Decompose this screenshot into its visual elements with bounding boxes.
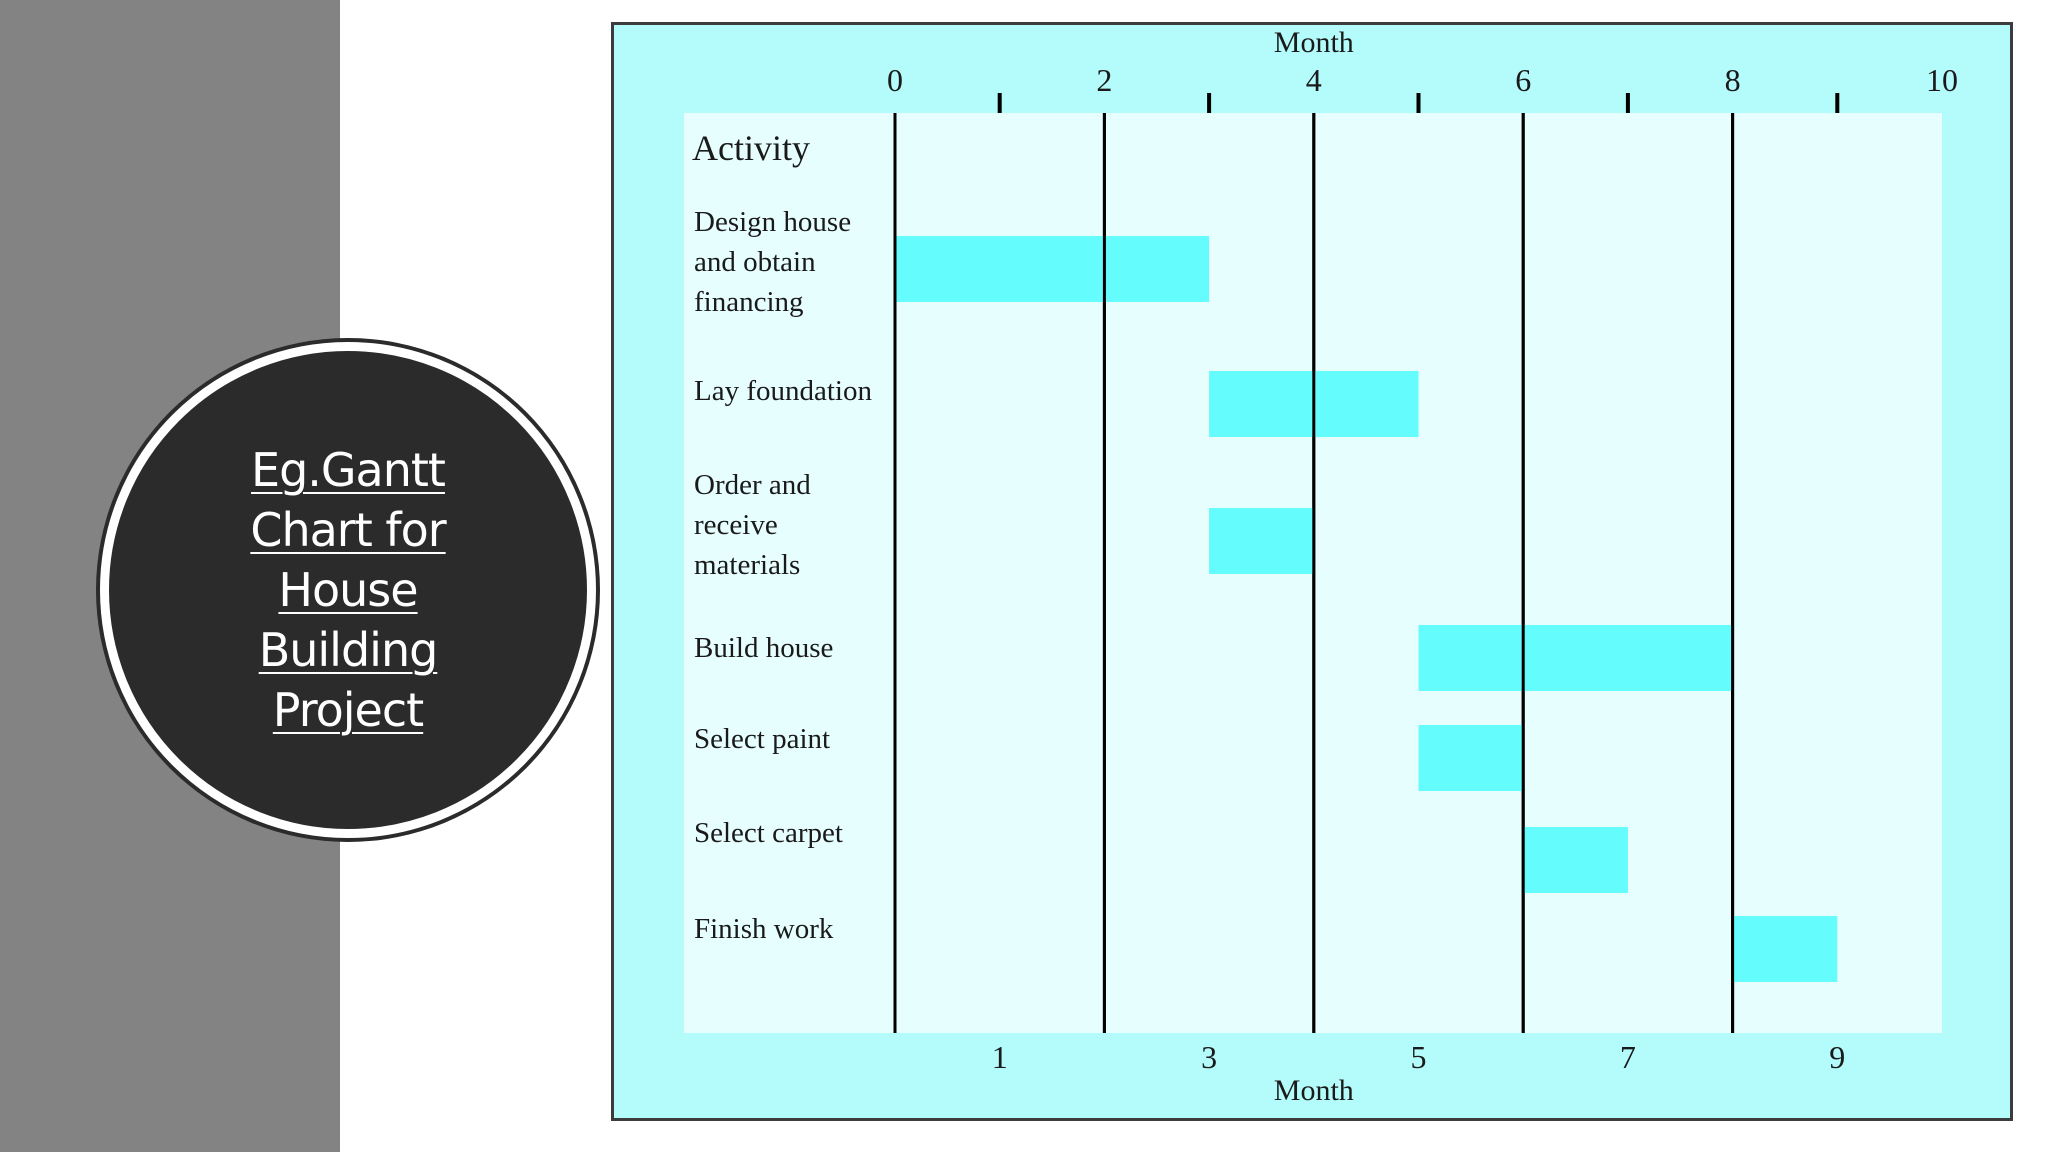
- gantt-bar: [895, 236, 1210, 302]
- activity-label: Build house: [694, 632, 833, 664]
- activity-label: financing: [694, 286, 804, 318]
- bottom-tick-label: 1: [992, 1039, 1008, 1075]
- activity-header: Activity: [692, 128, 810, 168]
- bottom-tick-label: 5: [1411, 1039, 1427, 1075]
- bottom-axis-title: Month: [1274, 1074, 1354, 1107]
- top-tick-label: 0: [887, 62, 903, 98]
- gantt-bar: [1732, 916, 1838, 982]
- gantt-bar: [1209, 508, 1314, 574]
- activity-label: Order and: [694, 469, 811, 501]
- top-tick-label: 6: [1515, 62, 1531, 98]
- activity-label: Lay foundation: [694, 375, 872, 407]
- slide-title-line: Building: [258, 623, 439, 677]
- slide-title-line: House: [278, 563, 418, 617]
- gantt-bar: [1418, 725, 1524, 791]
- gantt-bar: [1523, 827, 1628, 893]
- top-tick-label: 8: [1725, 62, 1741, 98]
- activity-label: Finish work: [694, 913, 834, 945]
- activity-label: Design house: [694, 206, 851, 238]
- top-tick-label: 2: [1096, 62, 1112, 98]
- activity-label: and obtain: [694, 246, 816, 278]
- slide-title-line: Project: [272, 683, 424, 737]
- activity-label: Select carpet: [694, 817, 843, 849]
- slide-title-line: Eg.Gantt: [251, 443, 446, 497]
- slide-title: Eg.Gantt Chart for House Building Projec…: [198, 440, 498, 740]
- title-circle: Eg.Gantt Chart for House Building Projec…: [100, 342, 596, 838]
- gantt-bar: [1418, 625, 1733, 691]
- top-tick-label: 10: [1926, 62, 1958, 98]
- bottom-tick-label: 7: [1620, 1039, 1636, 1075]
- top-axis-title: Month: [1274, 26, 1354, 59]
- activity-label: receive: [694, 509, 778, 541]
- activity-label: materials: [694, 549, 800, 581]
- bottom-tick-label: 3: [1201, 1039, 1217, 1075]
- bottom-tick-label: 9: [1829, 1039, 1845, 1075]
- activity-label: Select paint: [694, 723, 830, 755]
- top-tick-label: 4: [1306, 62, 1322, 98]
- slide-title-line: Chart for: [250, 503, 446, 557]
